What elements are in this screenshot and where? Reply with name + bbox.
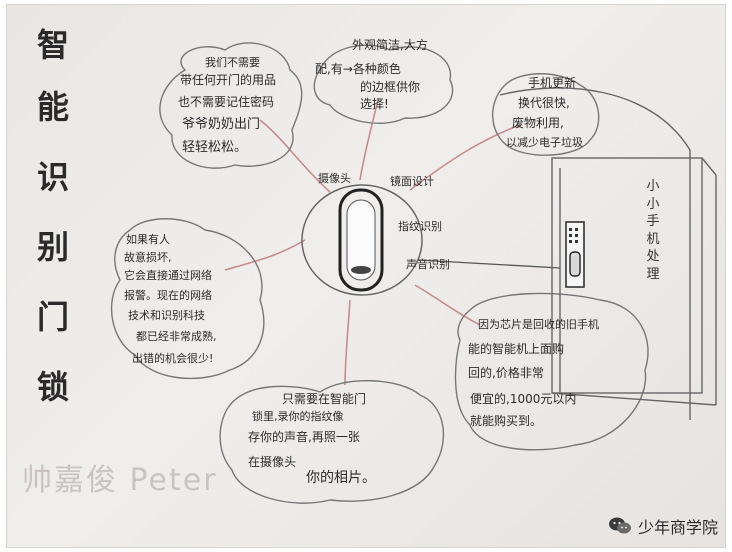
br-line-5: 就能购买到。 <box>470 414 543 428</box>
title-char-2: 能 <box>36 88 69 126</box>
bubble-top-right <box>491 73 600 156</box>
lock-body <box>338 188 384 292</box>
spoke-left <box>224 239 306 271</box>
tr-line-1: 手机更新 <box>528 76 577 90</box>
lock-screen <box>346 199 376 281</box>
br-line-2: 能的智能机上面购 <box>468 342 565 356</box>
bc-line-4: 在摄像头 <box>248 455 297 469</box>
spoke-top-center <box>359 99 379 181</box>
label-fingerprint: 指纹识别 <box>398 220 442 233</box>
bubble-top-center <box>313 44 454 125</box>
tr-line-4: 以减少电子垃圾 <box>506 136 583 149</box>
bc-line-3: 存你的声音,再照一张 <box>248 430 360 444</box>
bubble-left <box>110 218 265 380</box>
l-line-6: 都已经非常成熟, <box>136 330 217 343</box>
title-char-5: 门 <box>36 298 69 336</box>
label-voice: 声音识别 <box>406 258 450 271</box>
spoke-top-left <box>259 119 331 193</box>
bc-line-2: 锁里,录你的指纹像 <box>252 410 344 423</box>
tc-line-2: 配,有→各种颜色 <box>315 62 401 76</box>
spoke-top-right <box>409 124 521 191</box>
signature: 帅嘉俊 Peter <box>22 463 218 498</box>
lock-sensor <box>351 266 371 274</box>
door-arch <box>499 87 691 151</box>
bubble-bottom-right <box>454 292 649 451</box>
title-char-4: 别 <box>36 228 69 266</box>
door-lock-handle <box>569 251 581 277</box>
spoke-bottom-right <box>414 284 481 326</box>
tl-line-2: 带任何开门的用品 <box>180 73 277 87</box>
tr-line-3: 废物利用, <box>512 116 564 130</box>
bubble-top-left <box>159 42 303 169</box>
l-line-7: 出错的机会很少! <box>132 352 214 365</box>
l-line-4: 报警。现在的网络 <box>124 289 212 302</box>
tl-line-4: 爷爷奶奶出门 <box>182 117 261 132</box>
tl-line-3: 也不需要记住密码 <box>178 95 275 109</box>
title-char-6: 锁 <box>36 368 69 406</box>
bubble-bottom-center <box>219 379 445 504</box>
door-label: 小小手机处理 <box>646 179 660 282</box>
door-panel <box>551 157 703 394</box>
wechat-icon <box>608 517 631 534</box>
bc-line-5: 你的相片。 <box>306 470 376 486</box>
l-line-1: 如果有人 <box>126 233 170 246</box>
br-line-1: 因为芯片是回收的旧手机 <box>478 318 599 331</box>
tc-line-4: 选择! <box>360 97 389 111</box>
tr-line-2: 换代很快, <box>518 96 570 110</box>
br-line-4: 便宜的,1000元以内 <box>470 392 577 406</box>
tl-line-1: 我们不需要 <box>205 56 260 69</box>
l-line-2: 故意损坏, <box>124 251 172 264</box>
br-line-3: 回的,价格非常 <box>468 366 544 380</box>
label-mirror: 镜面设计 <box>390 175 434 188</box>
watermark-text: 少年商学院 <box>637 518 718 537</box>
title-char-3: 识 <box>36 158 69 196</box>
title-char-1: 智 <box>36 26 69 64</box>
bc-line-1: 只需要在智能门 <box>282 392 367 406</box>
l-line-3: 它会直接通过网络 <box>124 269 212 282</box>
tl-line-5: 轻轻松松。 <box>182 140 248 155</box>
spoke-to-door <box>417 259 561 269</box>
lock-circle <box>301 184 423 296</box>
label-camera: 摄像头 <box>318 172 351 185</box>
l-line-5: 技术和识别科技 <box>128 309 205 322</box>
spoke-bottom <box>344 299 351 386</box>
tc-line-1: 外观简洁,大方 <box>352 38 428 52</box>
watermark: 少年商学院 <box>608 514 718 538</box>
tc-line-3: 的边框供你 <box>360 80 421 94</box>
